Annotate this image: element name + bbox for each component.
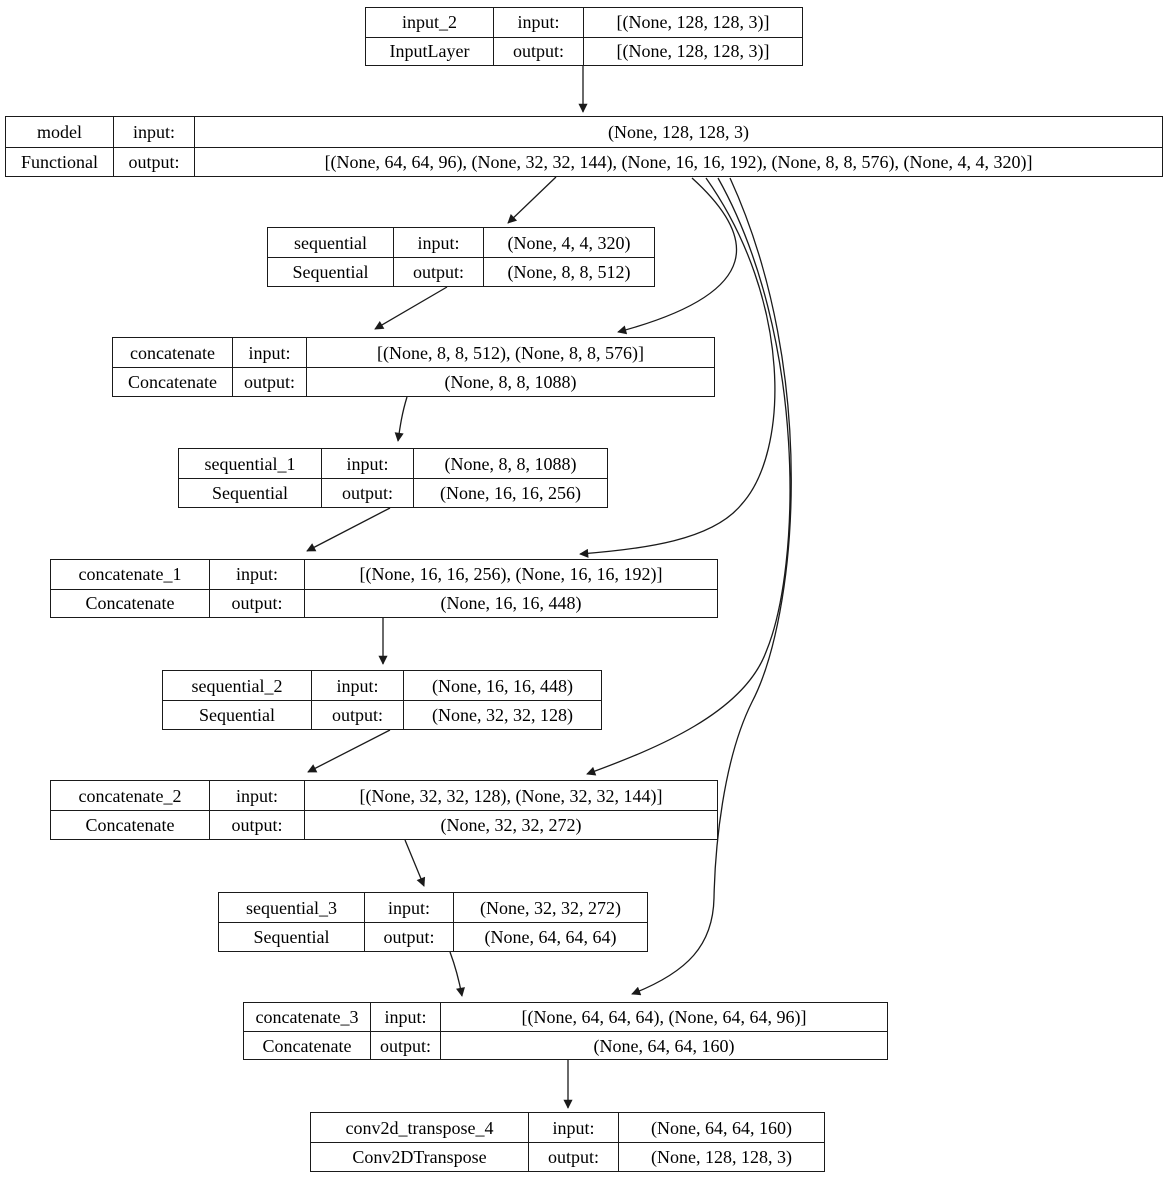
output-shape: (None, 32, 32, 128) (403, 700, 601, 729)
input-label: input: (232, 338, 306, 367)
layer-name: concatenate (130, 342, 215, 363)
input-shape: [(None, 128, 128, 3)] (583, 8, 802, 37)
edge-concatenate-sequential_1 (394, 396, 408, 442)
layer-class: Concatenate (113, 367, 232, 396)
node-concatenate_1: concatenate_1 input: [(None, 16, 16, 256… (50, 559, 718, 618)
layer-class: Concatenate (51, 588, 209, 618)
output-shape: [(None, 64, 64, 96), (None, 32, 32, 144)… (194, 146, 1162, 176)
input-label: input: (364, 893, 453, 922)
node-sequential_2: sequential_2 input: (None, 16, 16, 448) … (162, 670, 602, 730)
output-label: output: (364, 922, 453, 951)
input-label: input: (311, 671, 403, 700)
input-label: input: (370, 1003, 440, 1031)
input-label: input: (321, 449, 413, 478)
layer-class: Conv2DTranspose (311, 1142, 528, 1171)
layer-class: Sequential (163, 700, 311, 729)
output-shape: (None, 16, 16, 448) (304, 588, 717, 617)
layer-class: Concatenate (51, 810, 209, 839)
layer-class: Functional (6, 146, 113, 177)
edge-sequential_3-concatenate_3 (449, 951, 465, 997)
node-sequential_1: sequential_1 input: (None, 8, 8, 1088) S… (178, 448, 608, 508)
layer-name: conv2d_transpose_4 (345, 1117, 494, 1138)
layer-name: sequential_2 (191, 675, 283, 696)
edge-model-concatenate (617, 177, 738, 335)
input-shape: [(None, 32, 32, 128), (None, 32, 32, 144… (304, 781, 717, 810)
output-shape: [(None, 128, 128, 3)] (583, 36, 802, 65)
node-model: model input: (None, 128, 128, 3) Functio… (5, 116, 1163, 177)
edge-model-sequential (507, 176, 557, 224)
input-shape: (None, 8, 8, 1088) (413, 449, 607, 478)
output-shape: (None, 128, 128, 3) (618, 1142, 824, 1171)
edge-model-concatenate_3 (631, 177, 792, 996)
output-shape: (None, 8, 8, 512) (483, 257, 654, 286)
input-label: input: (209, 560, 304, 589)
input-label: input: (209, 781, 304, 810)
input-shape: [(None, 64, 64, 64), (None, 64, 64, 96)] (440, 1003, 887, 1031)
layer-name: sequential (294, 232, 367, 253)
edge-sequential_2-concatenate_2 (307, 729, 391, 773)
layer-class: Concatenate (244, 1031, 370, 1059)
layer-name: input_2 (401, 12, 457, 33)
layer-name: concatenate_2 (78, 785, 182, 806)
layer-name: concatenate_1 (78, 564, 182, 585)
edge-sequential-concatenate (374, 286, 448, 330)
input-label: input: (528, 1113, 618, 1142)
output-shape: (None, 64, 64, 160) (440, 1031, 887, 1059)
output-shape: (None, 8, 8, 1088) (306, 367, 714, 396)
input-label: input: (393, 228, 483, 257)
output-shape: (None, 32, 32, 272) (304, 810, 717, 839)
output-label: output: (209, 810, 304, 839)
output-label: output: (370, 1031, 440, 1059)
edge-sequential_1-concatenate_1 (306, 507, 391, 552)
node-conv2d_transpose_4: conv2d_transpose_4 input: (None, 64, 64,… (310, 1112, 825, 1172)
layer-name: concatenate_3 (255, 1007, 359, 1027)
node-concatenate: concatenate input: [(None, 8, 8, 512), (… (112, 337, 715, 397)
input-label: input: (493, 8, 583, 37)
output-label: output: (493, 36, 583, 65)
layer-name: sequential_1 (204, 453, 296, 474)
edge-concatenate_2-sequential_3 (404, 839, 426, 887)
node-sequential_3: sequential_3 input: (None, 32, 32, 272) … (218, 892, 648, 952)
edge-model-concatenate_1 (579, 177, 776, 558)
node-sequential: sequential input: (None, 4, 4, 320) Sequ… (267, 227, 655, 287)
input-label: input: (113, 117, 194, 147)
layer-class: InputLayer (366, 36, 493, 66)
input-shape: [(None, 8, 8, 512), (None, 8, 8, 576)] (306, 338, 714, 367)
input-shape: (None, 16, 16, 448) (403, 671, 601, 700)
edge-model-concatenate_2 (586, 177, 791, 776)
node-concatenate_3: concatenate_3 input: [(None, 64, 64, 64)… (243, 1002, 888, 1060)
input-shape: (None, 128, 128, 3) (194, 117, 1162, 147)
output-label: output: (209, 588, 304, 617)
input-shape: [(None, 16, 16, 256), (None, 16, 16, 192… (304, 560, 717, 589)
layer-class: Sequential (268, 257, 393, 286)
output-shape: (None, 16, 16, 256) (413, 478, 607, 507)
output-label: output: (528, 1142, 618, 1171)
input-shape: (None, 32, 32, 272) (453, 893, 647, 922)
node-input_2: input_2 input: [(None, 128, 128, 3)] Inp… (365, 7, 803, 66)
layer-name: model (37, 121, 82, 142)
output-label: output: (321, 478, 413, 507)
input-shape: (None, 64, 64, 160) (618, 1113, 824, 1142)
output-label: output: (232, 367, 306, 396)
layer-name: sequential_3 (246, 897, 337, 918)
output-label: output: (311, 700, 403, 729)
layer-class: Sequential (219, 922, 364, 951)
input-shape: (None, 4, 4, 320) (483, 228, 654, 257)
output-label: output: (113, 146, 194, 176)
node-concatenate_2: concatenate_2 input: [(None, 32, 32, 128… (50, 780, 718, 840)
layer-class: Sequential (179, 478, 321, 507)
output-shape: (None, 64, 64, 64) (453, 922, 647, 951)
output-label: output: (393, 257, 483, 286)
